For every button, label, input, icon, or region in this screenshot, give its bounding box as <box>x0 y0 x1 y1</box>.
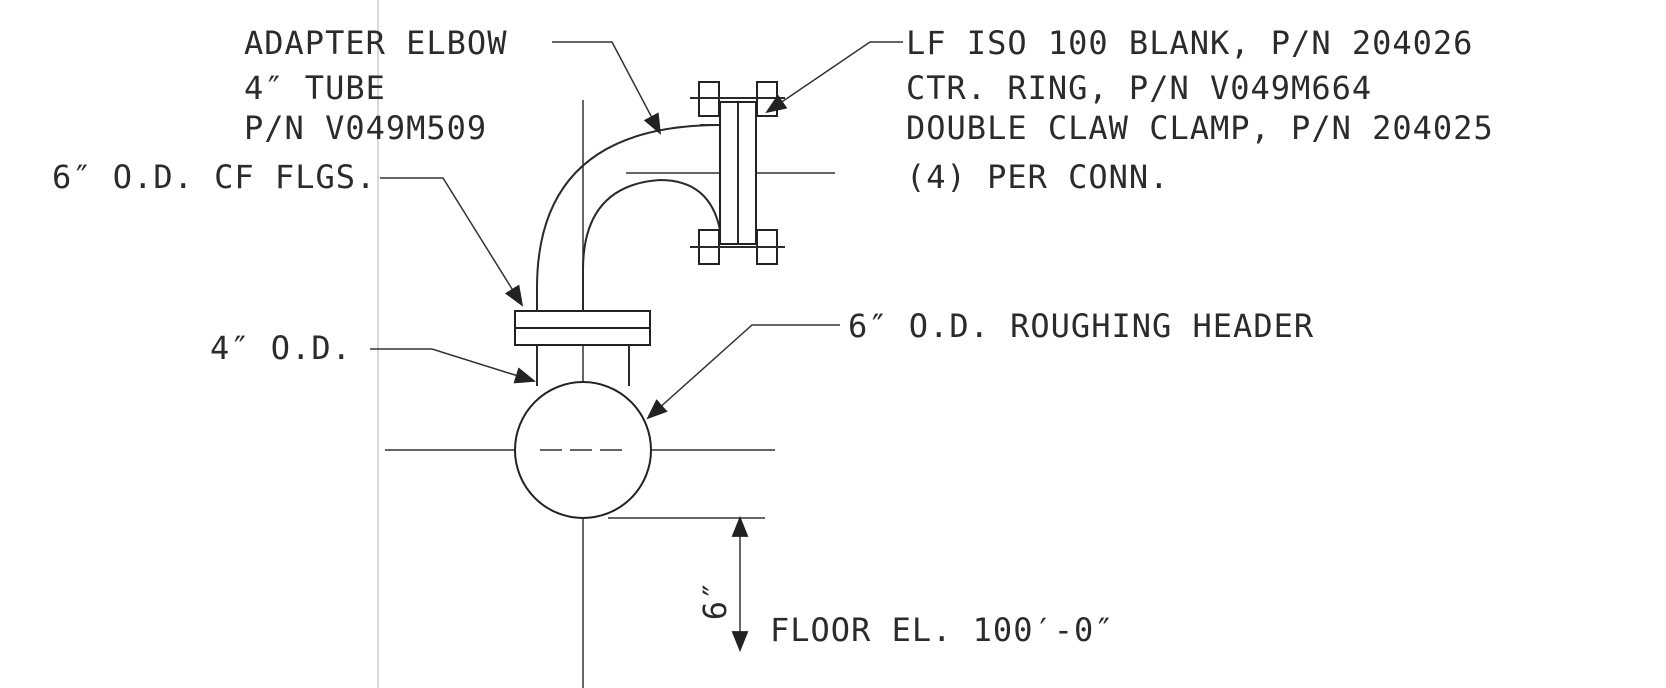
adapter-elbow-inner <box>582 178 721 311</box>
leader-roughing-header <box>646 324 840 420</box>
dimension-label: 6″ <box>696 580 734 621</box>
floor-elevation-label: FLOOR EL. 100′-0″ <box>770 611 1115 649</box>
leader-iso-blank <box>765 41 903 114</box>
leader-tube-od <box>370 348 537 384</box>
iso-blank-label: LF ISO 100 BLANK, P/N 204026 <box>906 24 1473 62</box>
leader-cf-flanges <box>380 177 524 307</box>
claw-clamp-label: DOUBLE CLAW CLAMP, P/N 204025 <box>906 109 1494 147</box>
adapter-elbow-size: 4″ TUBE <box>244 69 386 107</box>
cf-flange-upper <box>514 310 651 329</box>
adapter-elbow-outer <box>536 124 721 311</box>
cf-flanges-label: 6″ O.D. CF FLGS. <box>52 158 376 196</box>
per-connection-label: (4) PER CONN. <box>906 158 1169 196</box>
leader-adapter-elbow <box>552 41 661 135</box>
center-ring-label: CTR. RING, P/N V049M664 <box>906 69 1372 107</box>
tube-od-label: 4″ O.D. <box>210 329 352 367</box>
roughing-header-label: 6″ O.D. ROUGHING HEADER <box>848 307 1314 345</box>
adapter-elbow-part-number: P/N V049M509 <box>244 109 487 147</box>
adapter-elbow-label: ADAPTER ELBOW <box>244 24 507 62</box>
cf-flange-lower <box>514 327 651 346</box>
